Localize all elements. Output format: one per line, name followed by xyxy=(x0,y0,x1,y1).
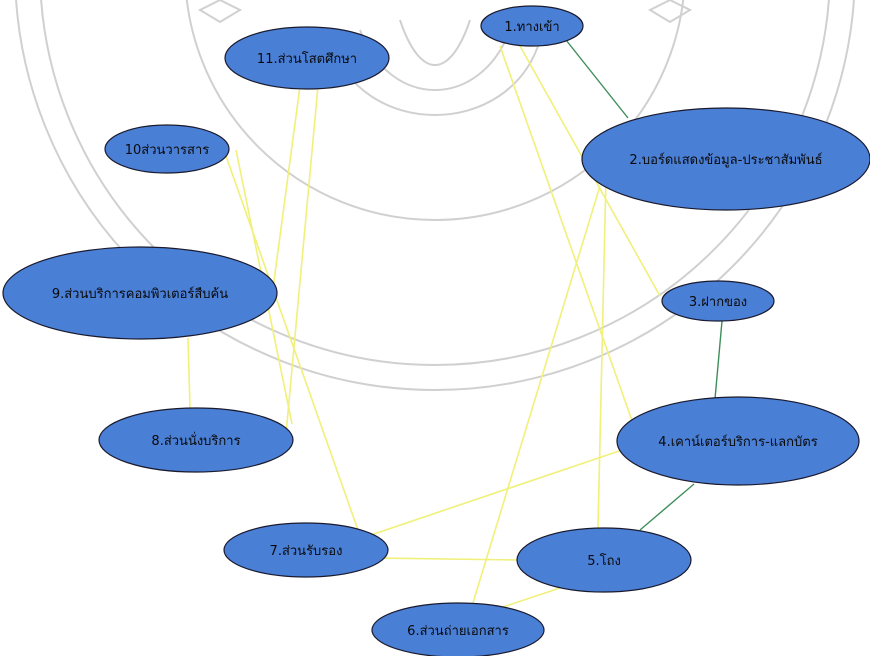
seal-ornament xyxy=(197,0,693,24)
node-ellipse xyxy=(616,396,860,486)
node-label: 7.ส่วนรับรอง xyxy=(270,544,343,559)
node-n5: 5.โถง xyxy=(516,527,692,593)
edge-n1-n4 xyxy=(499,45,637,433)
node-n9: 9.ส่วนบริการคอมพิวเตอร์สืบค้น xyxy=(2,246,278,340)
node-ellipse xyxy=(2,246,278,340)
node-n6: 6.ส่วนถ่ายเอกสาร xyxy=(371,602,545,656)
node-ellipse xyxy=(516,527,692,593)
node-n7: 7.ส่วนรับรอง xyxy=(223,522,389,578)
node-n2: 2.บอร์ดแสดงข้อมูล-ประชาสัมพันธ์ xyxy=(581,107,870,211)
node-label: 5.โถง xyxy=(587,553,621,569)
node-ellipse xyxy=(223,522,389,578)
node-ellipse xyxy=(480,5,584,47)
edge-layer xyxy=(187,39,723,609)
node-n8: 8.ส่วนนั่งบริการ xyxy=(98,407,294,473)
edge-n7-n10 xyxy=(225,155,359,531)
node-label: 11.ส่วนโสตศึกษา xyxy=(257,51,357,67)
edge-n8-n9 xyxy=(187,337,191,409)
node-ellipse xyxy=(224,26,390,90)
node-layer: 1.ทางเข้า 2.บอร์ดแสดงข้อมูล-ประชาสัมพันธ์… xyxy=(2,5,870,656)
node-label: 9.ส่วนบริการคอมพิวเตอร์สืบค้น xyxy=(52,286,228,302)
edge-n2-n5 xyxy=(597,175,607,529)
node-ellipse xyxy=(661,280,775,322)
node-label: 3.ฝากของ xyxy=(689,295,747,310)
edge-n5-n7 xyxy=(379,557,519,561)
node-label: 6.ส่วนถ่ายเอกสาร xyxy=(407,624,509,639)
node-n1: 1.ทางเข้า xyxy=(480,5,584,47)
node-ellipse xyxy=(581,107,870,211)
edge-n8-n11 xyxy=(285,85,319,435)
seal-core-ring xyxy=(185,0,685,221)
node-ellipse xyxy=(104,124,230,174)
node-n3: 3.ฝากของ xyxy=(661,280,775,322)
node-ellipse xyxy=(371,602,545,656)
seal-outer-ring xyxy=(15,0,855,391)
edge-n2-n6 xyxy=(471,185,601,607)
edge-n5-n6 xyxy=(499,587,561,609)
edge-n11-n9 xyxy=(271,85,301,297)
node-n11: 11.ส่วนโสตศึกษา xyxy=(224,26,390,90)
node-label: 8.ส่วนนั่งบริการ xyxy=(151,432,240,449)
node-n10: 10ส่วนวารสาร xyxy=(104,124,230,174)
seal-inner-ring xyxy=(40,0,830,366)
node-label: 4.เคาน์เตอร์บริการ-แลกบัตร xyxy=(658,434,817,450)
edge-n1-n2 xyxy=(565,39,629,119)
edge-n4-n7 xyxy=(367,447,629,537)
node-n4: 4.เคาน์เตอร์บริการ-แลกบัตร xyxy=(616,396,860,486)
node-label: 10ส่วนวารสาร xyxy=(125,143,209,158)
node-ellipse xyxy=(98,407,294,473)
edge-n4-n5 xyxy=(639,483,695,531)
edge-n3-n4 xyxy=(713,320,723,411)
node-label: 1.ทางเข้า xyxy=(504,20,559,35)
node-label: 2.บอร์ดแสดงข้อมูล-ประชาสัมพันธ์ xyxy=(629,152,822,168)
